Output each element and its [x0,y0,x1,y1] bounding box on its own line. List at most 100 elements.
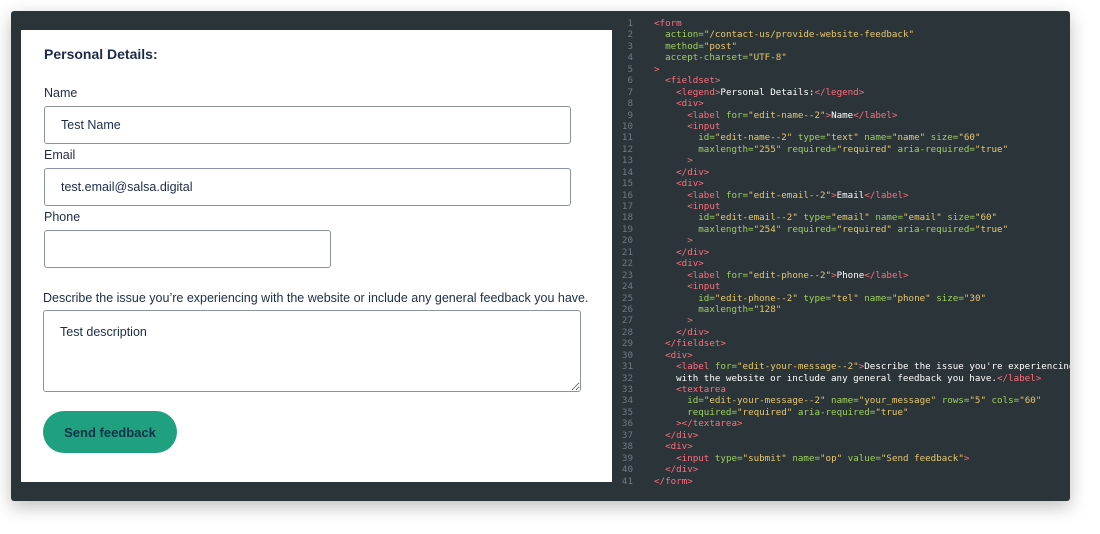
code-line: 30 <div> [620,350,1070,361]
code-text: maxlength="255" required="required" aria… [698,143,1009,155]
email-input[interactable] [44,168,571,206]
line-number: 36 [621,418,633,430]
line-number: 18 [621,212,633,224]
code-line: 31 <label for="edit-your-message--2">Des… [620,361,1070,372]
code-text: > [687,155,693,167]
code-line: 41</form> [620,476,1070,487]
line-number: 15 [621,178,633,190]
name-label: Name [44,86,78,100]
line-number: 2 [627,29,633,41]
line-number: 39 [621,452,633,464]
line-number: 19 [621,223,633,235]
feedback-form: Personal Details: Name Email Phone Descr… [21,30,612,482]
code-text: <fieldset> [665,75,721,87]
code-line: 33 <textarea [620,384,1070,395]
code-line: 14 </div> [620,167,1070,178]
line-number: 27 [621,315,633,327]
code-line: 28 </div> [620,327,1070,338]
line-number: 1 [627,18,633,29]
code-line: 32 with the website or include any gener… [620,373,1070,384]
line-number: 30 [621,349,633,361]
line-number: 26 [621,303,633,315]
line-number: 32 [621,372,633,384]
line-number: 35 [621,406,633,418]
code-text: > [654,63,660,75]
code-text: method="post" [665,40,738,52]
line-number: 3 [627,40,633,52]
code-line: 23 <label for="edit-phone--2">Phone</lab… [620,270,1070,281]
code-text: required="required" aria-required="true" [687,406,909,418]
code-text: <label for="edit-your-message--2">Descri… [676,361,1070,373]
line-number: 37 [621,429,633,441]
line-number: 31 [621,361,633,373]
code-text: </div> [665,464,699,476]
code-line: 7 <legend>Personal Details:</legend> [620,87,1070,98]
line-number: 11 [621,132,633,144]
code-line: 8 <div> [620,98,1070,109]
code-line: 39 <input type="submit" name="op" value=… [620,453,1070,464]
line-number: 10 [621,120,633,132]
code-text: <input [687,281,721,293]
phone-input[interactable] [44,230,331,268]
message-textarea[interactable]: Test description [43,310,581,392]
line-number: 38 [621,441,633,453]
code-text: <label for="edit-email--2">Email</label> [687,189,909,201]
code-line: 12 maxlength="255" required="required" a… [620,144,1070,155]
code-line: 40 </div> [620,464,1070,475]
code-line: 16 <label for="edit-email--2">Email</lab… [620,190,1070,201]
code-text: id="edit-phone--2" type="tel" name="phon… [698,292,987,304]
code-line: 25 id="edit-phone--2" type="tel" name="p… [620,293,1070,304]
code-text: <div> [676,178,704,190]
code-text: <input [687,120,721,132]
line-number: 41 [621,475,633,487]
code-text: id="edit-email--2" type="email" name="em… [698,212,998,224]
code-line: 3 method="post" [620,41,1070,52]
line-number: 33 [621,384,633,395]
code-line: 10 <input [620,121,1070,132]
message-label: Describe the issue you’re experiencing w… [43,291,589,305]
code-line: 13 > [620,155,1070,166]
code-line: 19 maxlength="254" required="required" a… [620,224,1070,235]
line-number: 20 [621,235,633,247]
code-line: 22 <div> [620,258,1070,269]
code-text: </div> [665,429,699,441]
line-number: 40 [621,464,633,476]
line-number: 6 [627,75,633,87]
code-line: 24 <input [620,281,1070,292]
code-text: <div> [665,349,693,361]
code-line: 4 accept-charset="UTF-8" [620,52,1070,63]
code-line: 6 <fieldset> [620,75,1070,86]
code-line: 17 <input [620,201,1070,212]
send-feedback-button[interactable]: Send feedback [43,411,177,453]
code-text: <input [687,201,721,212]
line-number: 24 [621,281,633,293]
line-number: 9 [627,109,633,121]
code-text: > [687,235,693,247]
line-number: 16 [621,189,633,201]
code-text: <div> [676,98,704,110]
code-line: 5> [620,64,1070,75]
code-line: 11 id="edit-name--2" type="text" name="n… [620,132,1070,143]
code-text: </div> [676,326,710,338]
code-line: 29 </fieldset> [620,338,1070,349]
code-text: id="edit-name--2" type="text" name="name… [698,132,981,144]
phone-label: Phone [44,210,81,224]
name-input[interactable] [44,106,571,144]
line-number: 12 [621,143,633,155]
line-number: 22 [621,258,633,270]
code-text: <form [654,18,682,29]
code-text: <textarea [676,384,726,395]
line-number: 8 [627,98,633,110]
code-text: <div> [665,441,693,453]
code-text: <input type="submit" name="op" value="Se… [676,452,970,464]
code-line: 20 > [620,235,1070,246]
line-number: 34 [621,395,633,407]
code-line: 37 </div> [620,430,1070,441]
code-text: accept-charset="UTF-8" [665,52,787,64]
line-number: 17 [621,201,633,212]
line-number: 13 [621,155,633,167]
code-text: maxlength="128" [698,303,782,315]
code-line: 34 id="edit-your-message--2" name="your_… [620,395,1070,406]
line-number: 23 [621,269,633,281]
